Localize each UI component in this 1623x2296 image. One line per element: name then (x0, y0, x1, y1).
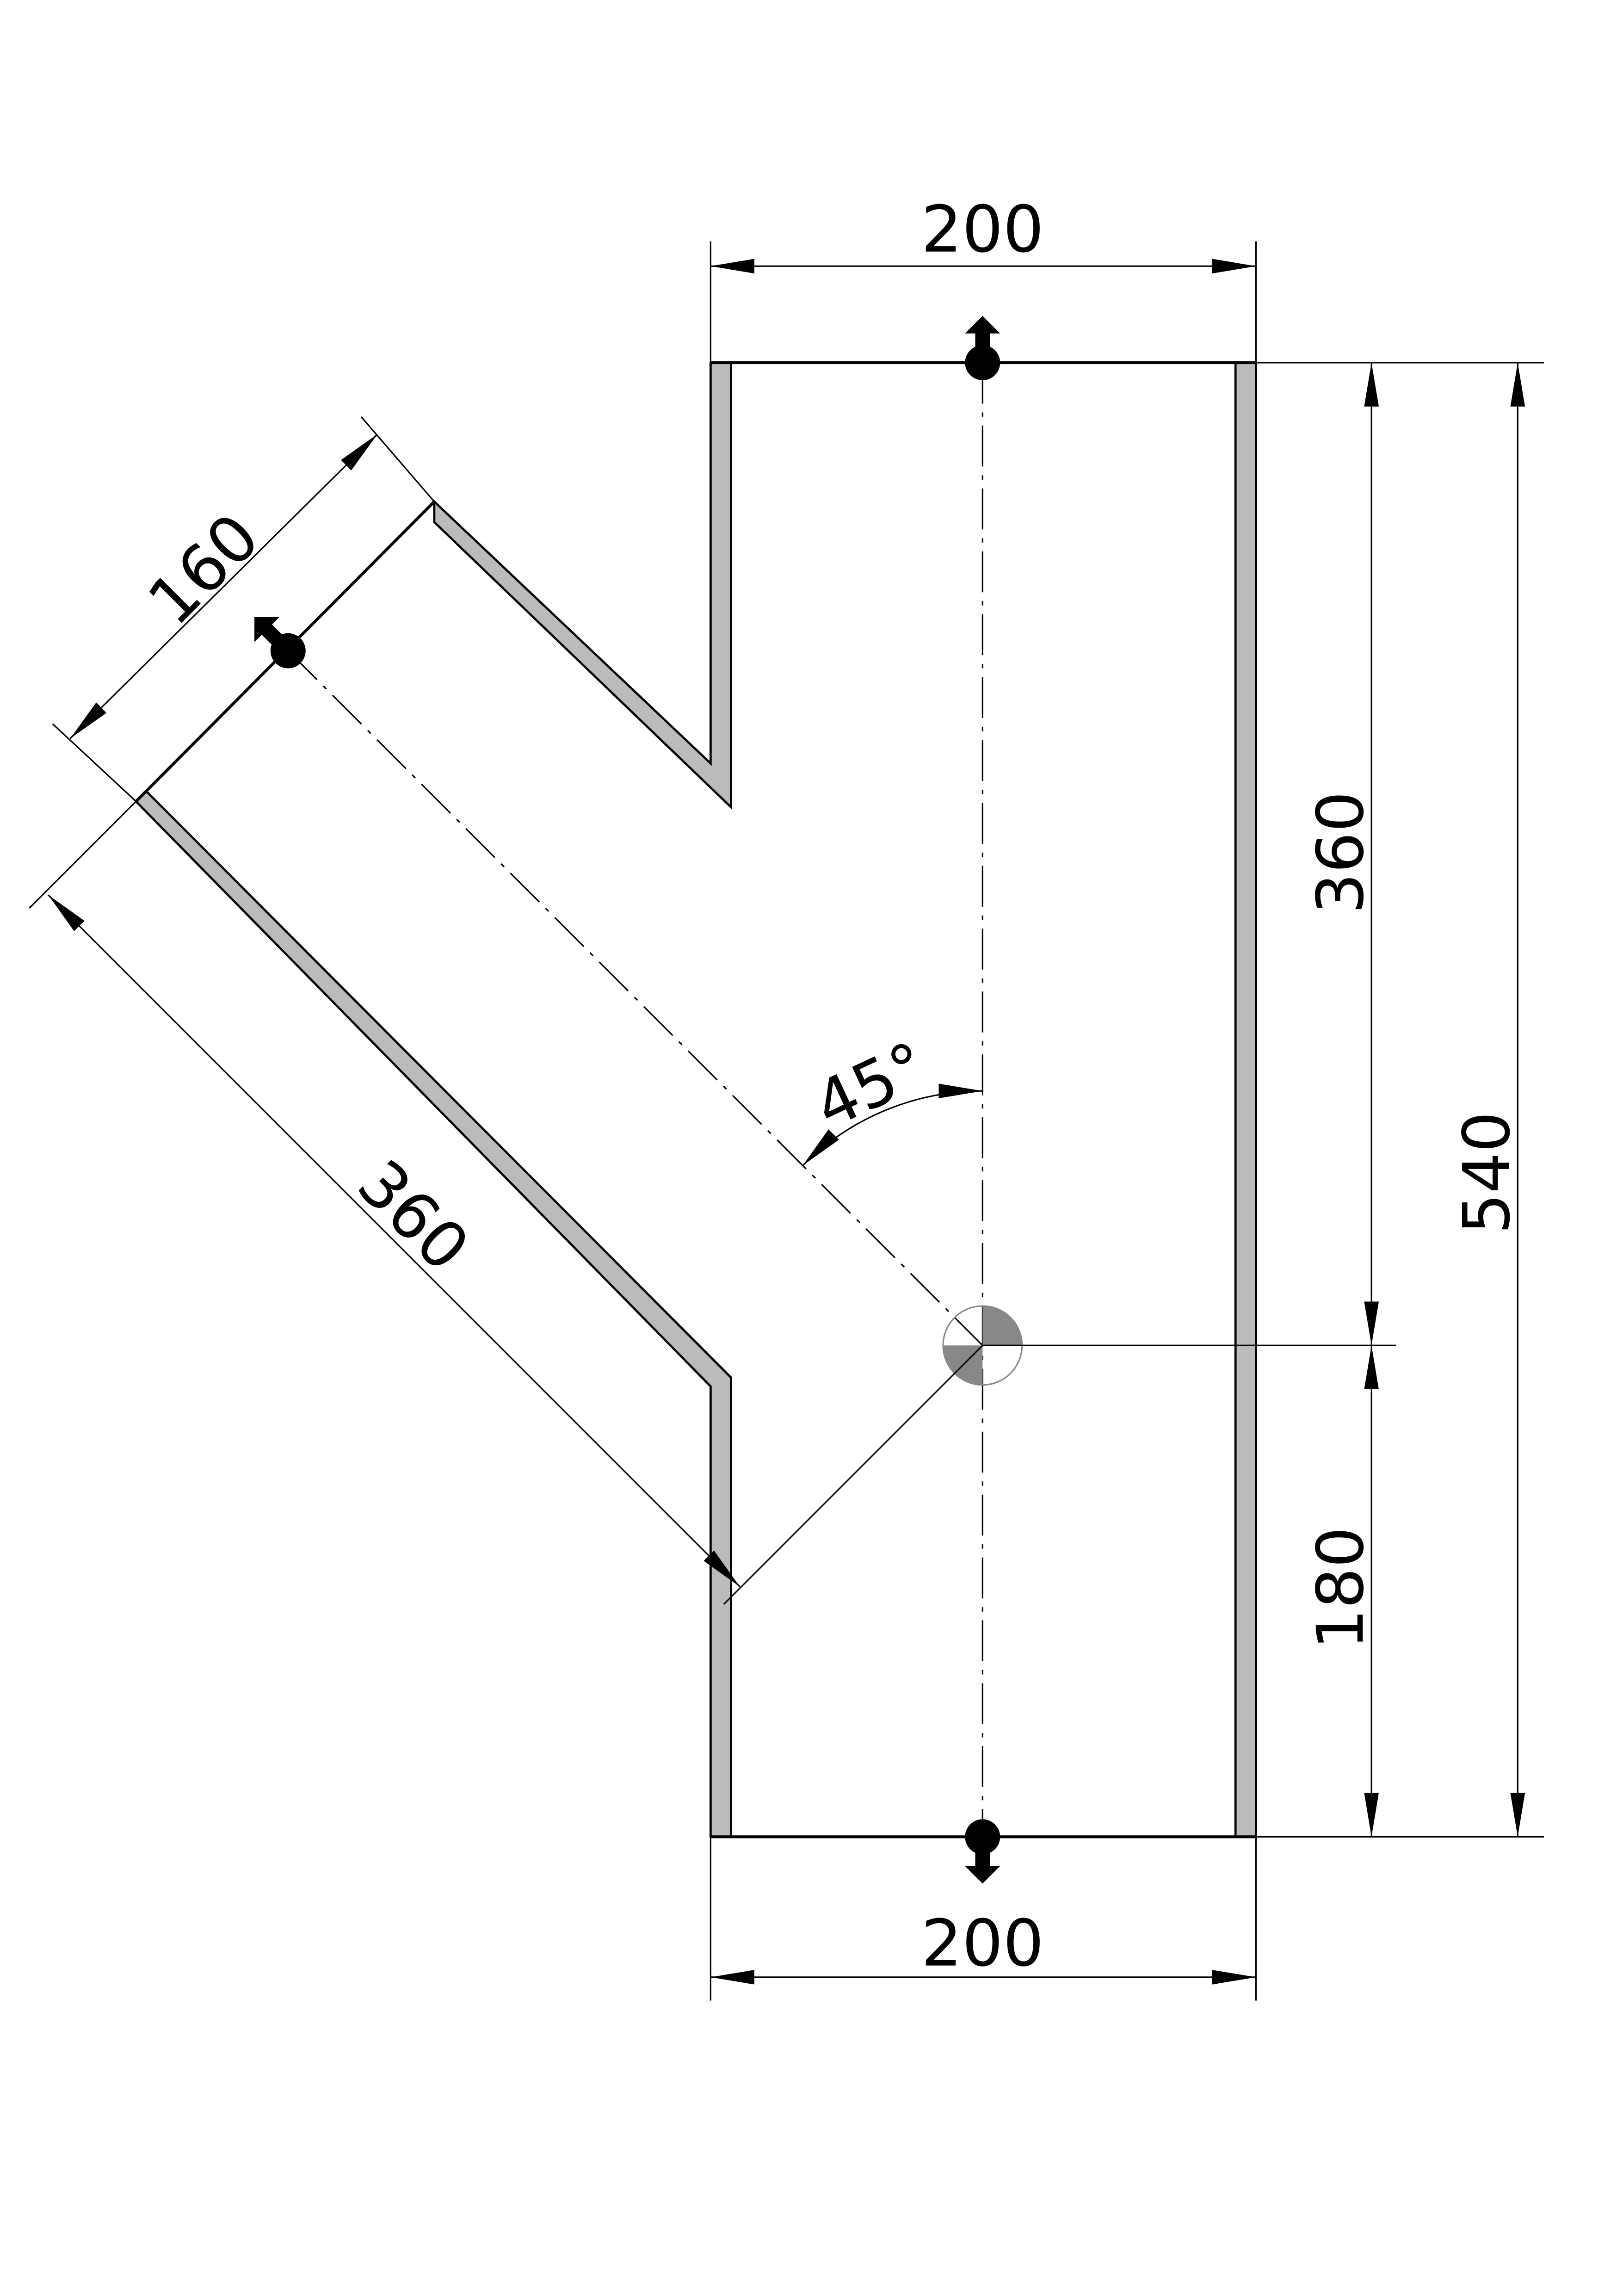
dim-bottom-width: 200 (710, 1837, 1257, 2001)
port-top-marker (965, 316, 1000, 380)
dim-branch-width: 160 (52, 416, 435, 802)
port-bottom-marker (965, 1819, 1000, 1884)
dim-text-lower: 180 (1303, 1527, 1378, 1649)
dim-text-upper: 360 (1303, 791, 1378, 914)
branch-lower-wall (134, 789, 733, 1838)
left-upper-wall (433, 361, 733, 810)
pipe-body (134, 361, 1257, 1838)
port-branch-marker (254, 617, 306, 668)
dim-text: 360 (344, 1146, 483, 1286)
dim-text: 160 (134, 499, 273, 639)
right-wall (1234, 361, 1257, 1838)
dim-text: 200 (921, 1906, 1044, 1981)
dim-angle: 45° (802, 1027, 983, 1166)
dim-text: 200 (921, 192, 1044, 267)
dim-text-total: 540 (1449, 1112, 1524, 1234)
dim-top-width: 200 (710, 192, 1257, 363)
dim-text: 45° (803, 1027, 938, 1144)
dim-right-lengths: 360 180 540 (982, 362, 1544, 1838)
